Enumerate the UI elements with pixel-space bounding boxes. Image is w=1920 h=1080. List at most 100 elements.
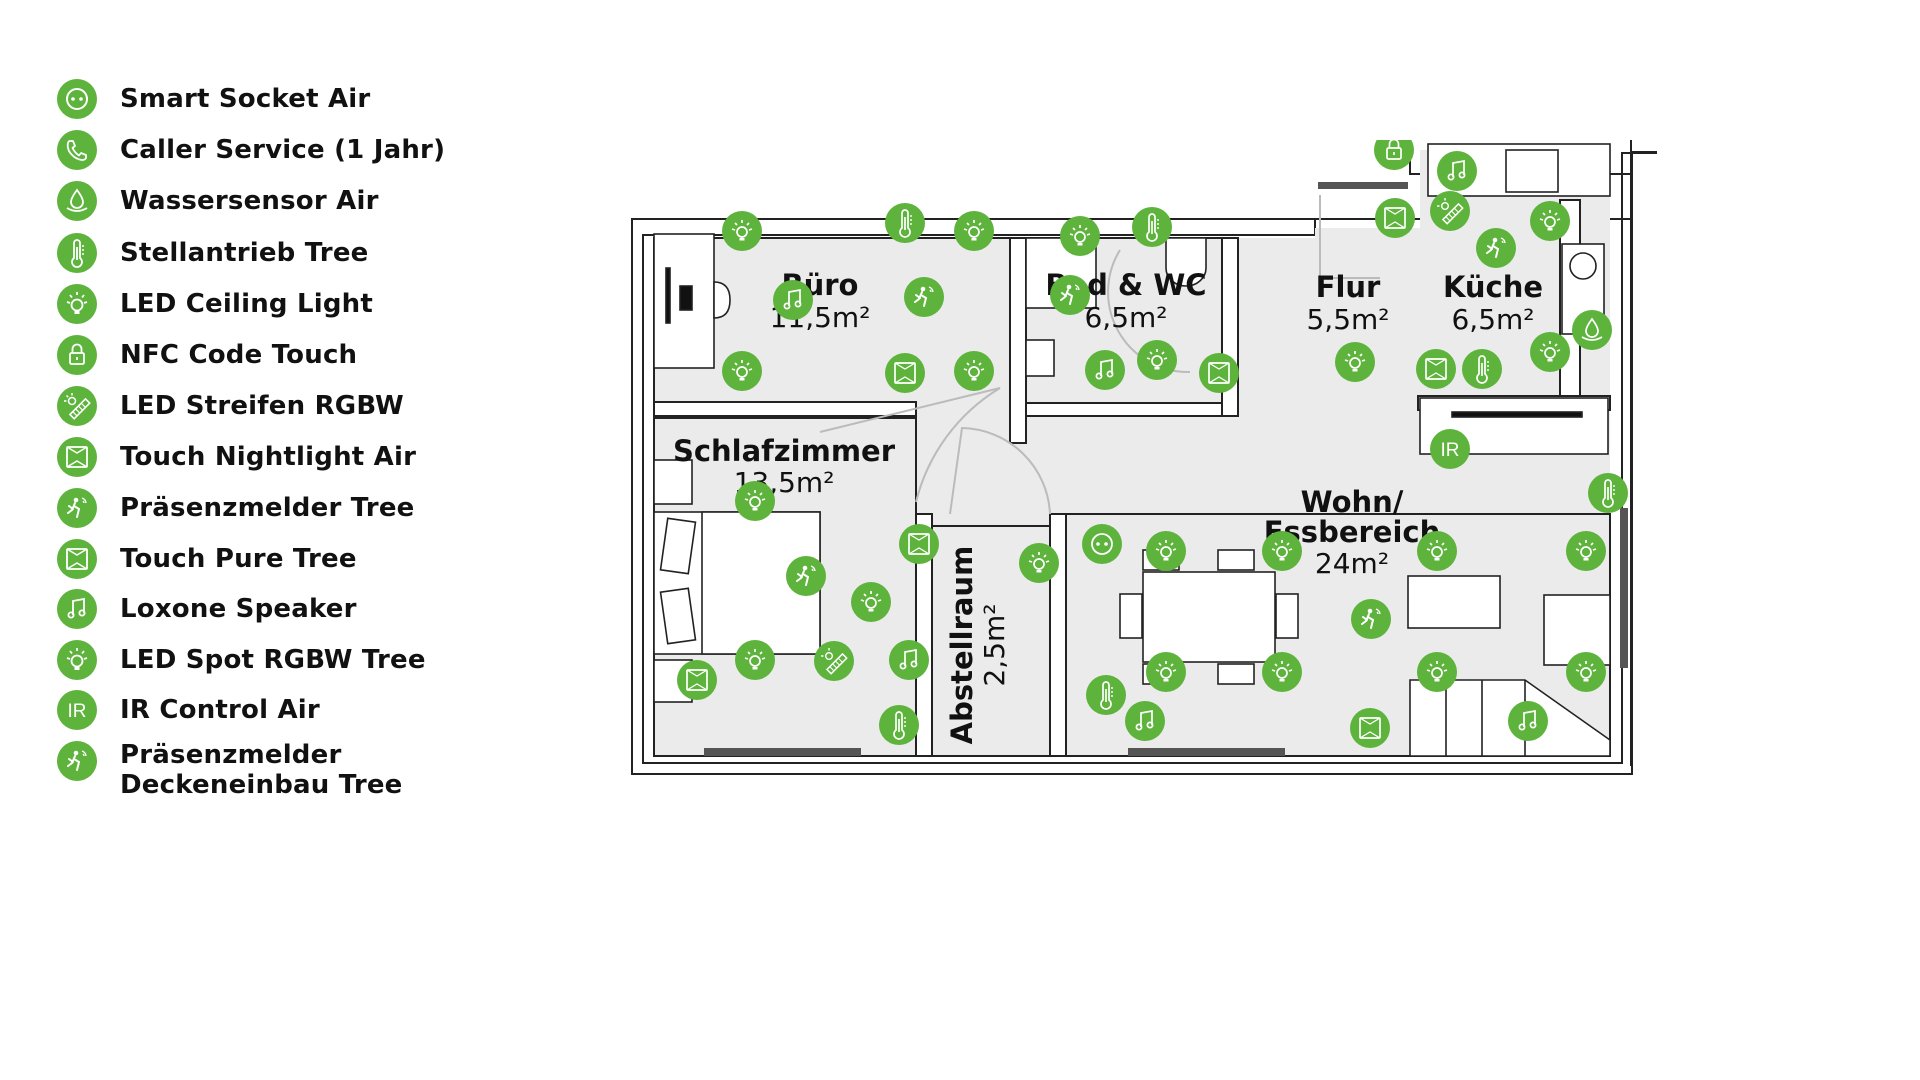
speaker-icon <box>57 589 97 629</box>
motion-sensor-icon <box>57 488 97 528</box>
furniture <box>653 143 1611 757</box>
legend-label: Wassersensor Air <box>120 186 379 216</box>
legend-item-led-streifen: LED Streifen RGBW <box>54 383 404 429</box>
touch-nightlight-icon <box>676 659 718 701</box>
thermometer-icon <box>1085 674 1127 716</box>
room-name-wohn-line1: Wohn/ <box>1301 485 1404 519</box>
led-ceiling-icon <box>1416 530 1458 572</box>
pillow-2 <box>659 587 697 645</box>
led-ceiling-icon <box>721 350 763 392</box>
legend-label: Caller Service (1 Jahr) <box>120 135 446 165</box>
thermometer-icon <box>1461 348 1503 390</box>
water-drop-icon <box>57 181 97 221</box>
socket-icon <box>57 79 97 119</box>
touch-pure-icon <box>57 539 97 579</box>
legend-item-praesenzmelder-decke: Präsenzmelder Deckeneinbau Tree <box>54 738 403 800</box>
speaker-icon <box>1507 700 1549 742</box>
lock-icon <box>1373 140 1415 171</box>
led-ceiling-icon <box>953 350 995 392</box>
thermometer-icon <box>884 202 926 244</box>
room-name-schlafzimmer: Schlafzimmer <box>673 434 896 468</box>
water-drop-icon <box>1571 309 1613 351</box>
led-ceiling-icon <box>1416 651 1458 693</box>
thermometer-icon <box>1587 472 1629 514</box>
legend-label: Touch Nightlight Air <box>120 442 417 472</box>
room-labels: Büro 11,5m² Bad & WC 6,5m² Flur 5,5m² Kü… <box>673 268 1543 744</box>
led-ceiling-icon <box>1059 215 1101 257</box>
legend-item-smart-socket: Smart Socket Air <box>54 76 370 122</box>
legend-label-line2: Deckeneinbau Tree <box>120 770 403 800</box>
led-ceiling-icon <box>1261 651 1303 693</box>
ceiling-light-icon <box>57 284 97 324</box>
legend-label: Präsenzmelder Deckeneinbau Tree <box>120 740 403 800</box>
led-ceiling-icon <box>953 210 995 252</box>
led-ceiling-icon <box>734 639 776 681</box>
led-ceiling-icon <box>1529 200 1571 242</box>
led-strip-icon <box>1429 190 1471 232</box>
touch-pure-icon <box>1415 348 1457 390</box>
led-ceiling-icon <box>1018 542 1060 584</box>
doors-and-windows <box>819 195 1380 515</box>
led-ceiling-icon <box>1334 341 1376 383</box>
room-area-kueche: 6,5m² <box>1451 303 1534 336</box>
speaker-icon <box>1084 349 1126 391</box>
legend-label-line1: Präsenzmelder <box>120 740 342 770</box>
legend-item-led-ceiling: LED Ceiling Light <box>54 281 373 327</box>
led-ceiling-icon <box>1145 530 1187 572</box>
legend-label: Touch Pure Tree <box>120 544 357 574</box>
legend-item-touch-nightlight: Touch Nightlight Air <box>54 434 416 480</box>
legend-item-ir-control: IR IR Control Air <box>54 687 320 733</box>
motion-sensor-icon <box>1049 274 1091 316</box>
room-name-abstellraum: Abstellraum <box>945 546 979 745</box>
dining-table <box>1142 571 1276 663</box>
nightstand-top <box>653 459 693 505</box>
legend-item-wassersensor: Wassersensor Air <box>54 178 379 224</box>
room-area-wohn: 24m² <box>1315 547 1389 580</box>
socket-icon <box>1081 523 1123 565</box>
ir-icon-text: IR <box>68 701 87 722</box>
led-ceiling-icon <box>850 581 892 623</box>
legend-label: Stellantrieb Tree <box>120 238 369 268</box>
legend-label: Smart Socket Air <box>120 84 371 114</box>
motion-sensor-icon <box>1350 598 1392 640</box>
legend-item-led-spot: LED Spot RGBW Tree <box>54 637 426 683</box>
led-ceiling-icon <box>1136 339 1178 381</box>
legend-item-loxone-speaker: Loxone Speaker <box>54 586 357 632</box>
floor-plan: IR <box>631 140 1657 775</box>
legend-item-nfc-code-touch: NFC Code Touch <box>54 332 357 378</box>
touch-nightlight-icon <box>1374 197 1416 239</box>
led-ceiling-icon <box>721 210 763 252</box>
spot-light-icon <box>57 640 97 680</box>
led-ceiling-icon <box>1145 651 1187 693</box>
led-ceiling-icon <box>1565 530 1607 572</box>
legend-label: Loxone Speaker <box>120 594 357 624</box>
ir-icon: IR <box>57 690 97 730</box>
led-ceiling-icon <box>1261 530 1303 572</box>
legend-item-touch-pure: Touch Pure Tree <box>54 536 357 582</box>
speaker-icon <box>888 639 930 681</box>
motion-sensor-ceiling-icon <box>57 741 97 781</box>
chair <box>713 281 731 319</box>
window-bars <box>704 182 1628 756</box>
thermometer-icon <box>878 704 920 746</box>
legend-item-caller-service: Caller Service (1 Jahr) <box>54 127 445 173</box>
speaker-icon <box>772 279 814 321</box>
legend-label: IR Control Air <box>120 695 320 725</box>
room-name-flur: Flur <box>1316 270 1381 304</box>
speaker-icon <box>1436 150 1478 192</box>
motion-sensor-icon <box>785 555 827 597</box>
toilet <box>1165 237 1207 287</box>
led-strip-icon <box>813 640 855 682</box>
motion-sensor-icon <box>903 276 945 318</box>
legend-label: NFC Code Touch <box>120 340 358 370</box>
touch-pure-icon <box>884 352 926 394</box>
stove <box>1505 149 1559 193</box>
phone-icon <box>57 130 97 170</box>
led-ceiling-icon <box>1529 331 1571 373</box>
room-area-abstellraum: 2,5m² <box>978 603 1011 686</box>
sink <box>1025 339 1055 377</box>
thermometer-icon <box>1131 206 1173 248</box>
lock-icon <box>57 335 97 375</box>
led-strip-icon <box>57 386 97 426</box>
touch-pure-icon <box>1198 352 1240 394</box>
